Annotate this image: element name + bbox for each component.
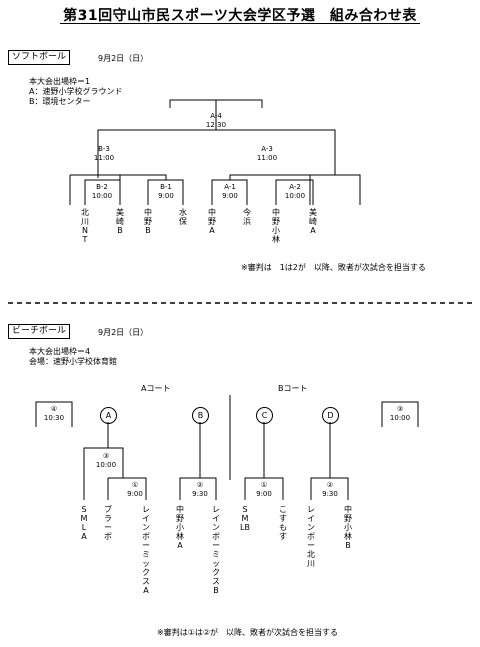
softball-team: 水保	[179, 208, 187, 226]
softball-team: 中野小林	[272, 208, 280, 244]
beach-final-b-slot: ③ 10:00	[389, 405, 411, 422]
softball-referee-note: ※審判は 1は2が 以降、敗者が次試合を担当する	[241, 263, 426, 272]
beach-team: SMLB	[240, 505, 250, 532]
court-b-header: Bコート	[278, 384, 308, 393]
beach-team: 中野小林B	[344, 505, 352, 550]
pool-d-circle: D	[322, 407, 339, 424]
beach-section-label: ビーチボール	[8, 324, 71, 339]
softball-match-b1: B-1 9:00	[158, 183, 174, 200]
softball-semi-b3: B-3 11:00	[93, 145, 115, 162]
softball-semi-a3: A-3 11:00	[256, 145, 278, 162]
softball-a2-bracket	[275, 179, 314, 205]
beach-team: 中野小林A	[176, 505, 184, 550]
softball-match-a1: A-1 9:00	[222, 183, 238, 200]
softball-section-label: ソフトボール	[8, 50, 71, 65]
beach-referee-note: ※審判は①は②が 以降、敗者が次試合を担当する	[157, 628, 339, 637]
beach-team: レインボーミックスB	[212, 505, 220, 595]
beach-match-a1: ① 9:00	[127, 481, 143, 498]
beach-final-b-bracket	[381, 401, 419, 427]
softball-team: 中野B	[144, 208, 152, 235]
softball-match-a2: A-2 10:00	[284, 183, 306, 200]
beach-final-a-slot: ④ 10:30	[43, 405, 65, 422]
pool-c-circle: C	[256, 407, 273, 424]
softball-team: 北川NT	[81, 208, 89, 244]
beach-match-c1: ① 9:00	[256, 481, 272, 498]
beach-match-d2: ② 9:30	[322, 481, 338, 498]
beach-final-a-bracket	[35, 401, 73, 427]
softball-final-slot: A-4 12:30	[205, 112, 227, 129]
beach-team: レインボー北川	[307, 505, 315, 568]
beach-match-a3: ③ 10:00	[95, 452, 117, 469]
beach-team: レインボーミックスA	[142, 505, 150, 595]
beach-team: ブラーボ	[104, 505, 112, 541]
softball-team: 美崎A	[309, 208, 317, 235]
beach-info: 本大会出場枠＝4 会場：速野小学校体育館	[29, 347, 117, 366]
softball-team: 今浜	[243, 208, 251, 226]
pool-b-circle: B	[192, 407, 209, 424]
softball-date: 9月2日（日）	[98, 54, 149, 63]
softball-info: 本大会出場枠＝1 A：速野小学校グラウンド B：環境センター	[29, 77, 123, 106]
title-underline	[60, 23, 420, 24]
pool-a-circle: A	[100, 407, 117, 424]
beach-team: こすもす	[279, 505, 287, 541]
beach-match-b2: ② 9:30	[192, 481, 208, 498]
softball-team: 美崎B	[116, 208, 124, 235]
softball-team: 中野A	[208, 208, 216, 235]
page-title: 第31回守山市民スポーツ大会学区予選 組み合わせ表	[63, 8, 417, 24]
beach-date: 9月2日（日）	[98, 328, 149, 337]
court-a-header: Aコート	[141, 384, 171, 393]
softball-match-b2: B-2 10:00	[91, 183, 113, 200]
softball-b2-bracket	[84, 179, 121, 205]
beach-team: SMLA	[80, 505, 88, 541]
